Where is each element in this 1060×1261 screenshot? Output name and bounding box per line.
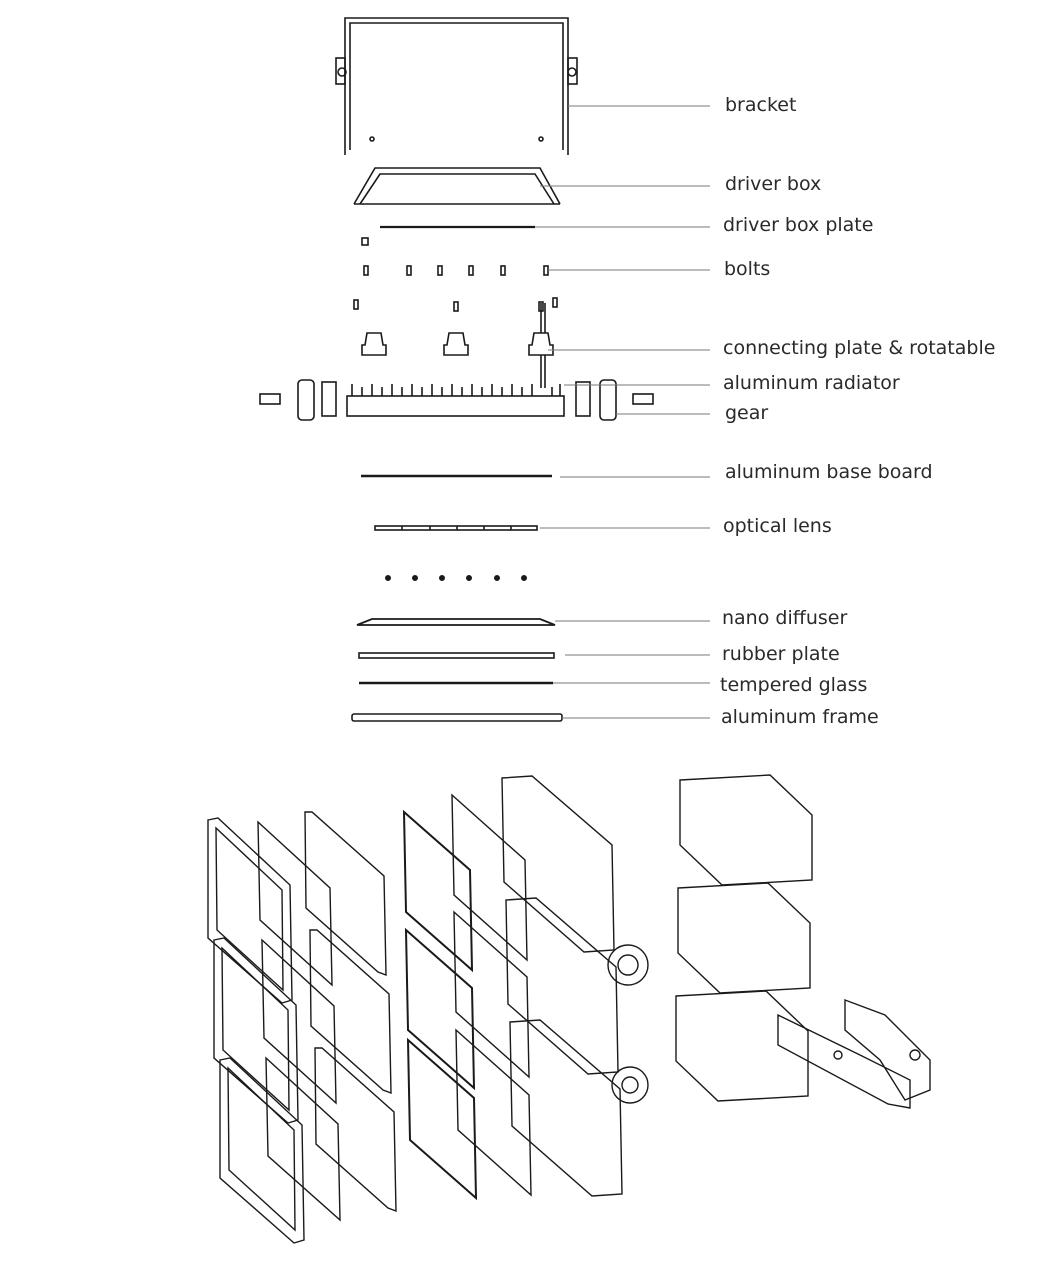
rubber-plate-part [358,652,555,659]
screws-part [384,574,527,581]
iso-rubber-plates [304,811,397,1213]
leader-lines [535,105,710,719]
bracket-part [335,17,578,155]
label-aluminum-radiator: aluminum radiator [723,372,900,394]
label-tempered-glass: tempered glass [720,674,868,696]
label-aluminum-base-board: aluminum base board [725,461,933,483]
iso-aluminum-frames [207,817,305,1244]
iso-base-boards [451,793,532,1197]
nano-diffuser-part [356,618,556,626]
iso-bracket [777,998,931,1109]
gear-part [259,379,654,421]
optical-lens-part [374,525,538,531]
label-gear: gear [725,402,769,424]
label-connecting-plate: connecting plate & rotatable [723,337,996,359]
label-driver-box: driver box [725,173,822,195]
iso-driver-boxes [675,774,813,1102]
isometric-assembly [207,774,931,1244]
label-aluminum-frame: aluminum frame [721,706,879,728]
label-optical-lens: optical lens [723,515,832,537]
label-nano-diffuser: nano diffuser [722,607,848,629]
connecting-plate-part [361,303,554,388]
iso-glass-panes [257,820,341,1222]
aluminum-frame-part [351,713,563,722]
driver-box-part [353,167,561,205]
aluminum-radiator-part [321,381,591,417]
iso-lens-arrays [402,809,478,1201]
label-rubber-plate: rubber plate [722,643,840,665]
label-driver-box-plate: driver box plate [723,214,874,236]
bolts-part [353,237,558,312]
iso-radiators [501,775,649,1197]
label-bolts: bolts [724,258,771,280]
label-bracket: bracket [725,94,797,116]
